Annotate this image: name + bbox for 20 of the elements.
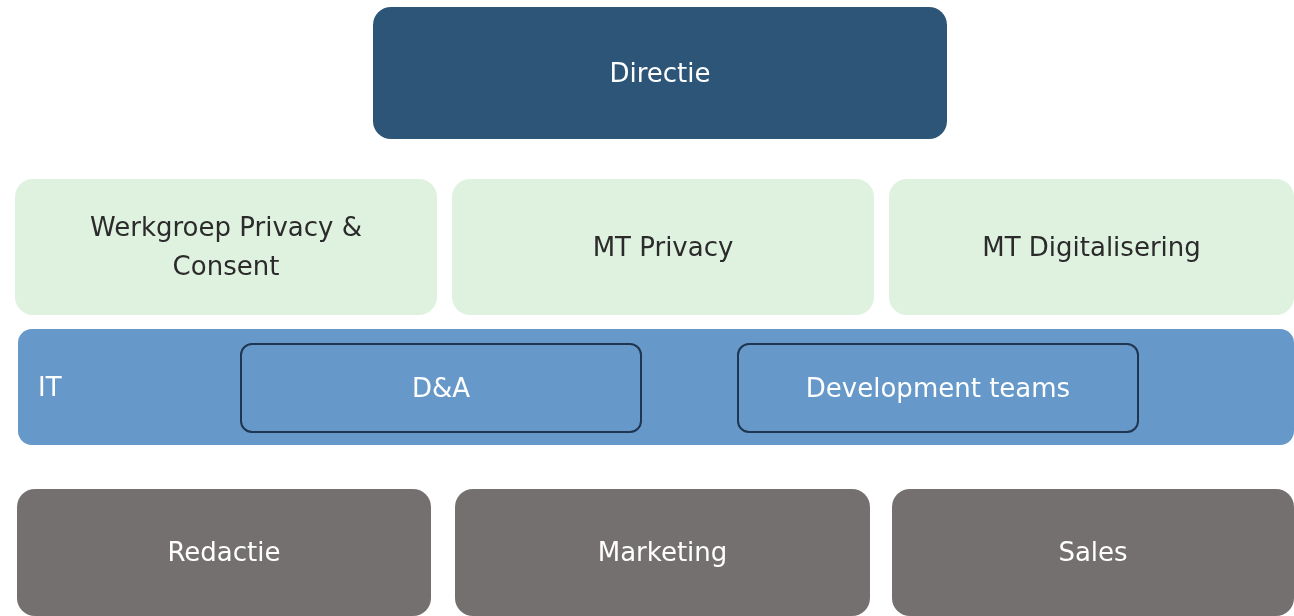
department-box <box>452 179 874 315</box>
department-box <box>455 489 870 616</box>
department-box <box>892 489 1294 616</box>
box-label: Sales <box>1057 536 1129 569</box>
department-band <box>18 329 1294 445</box>
box-label: MT Digitalisering <box>981 230 1202 264</box>
box-label: Directie <box>608 56 712 90</box>
box-label: Werkgroep Privacy & Consent <box>89 211 363 283</box>
department-box <box>373 7 947 139</box>
department-box <box>17 489 431 616</box>
band-label: IT <box>37 370 62 404</box>
team-box <box>240 343 642 433</box>
department-box <box>889 179 1294 315</box>
box-label: Development teams <box>804 371 1072 405</box>
box-label: Redactie <box>166 536 282 569</box>
box-label: D&A <box>410 371 472 405</box>
team-box <box>737 343 1139 433</box>
box-label: MT Privacy <box>591 230 735 264</box>
box-label: Marketing <box>596 536 729 569</box>
department-box <box>15 179 437 315</box>
